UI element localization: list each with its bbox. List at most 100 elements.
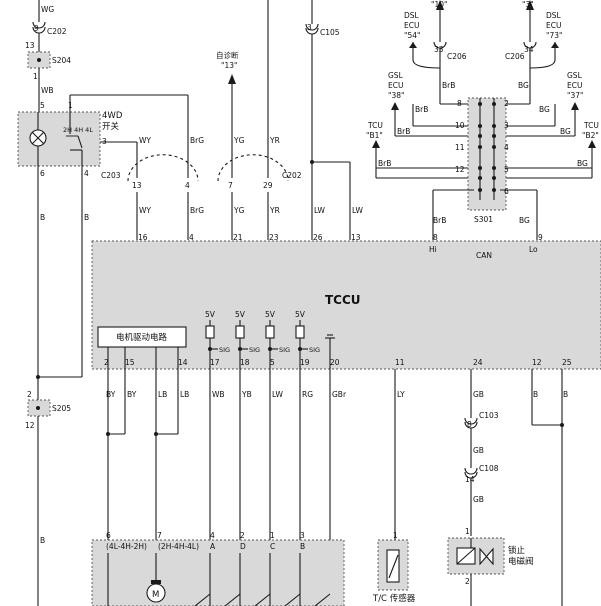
act-pin4: 4 [210, 531, 215, 540]
tccu-pin26: 26 [313, 233, 323, 242]
motor-letter: M [152, 590, 159, 600]
act-mode2: (2H-4H-4L) [158, 542, 199, 551]
wg-label: WG [41, 5, 54, 14]
s205-pin-bot: 12 [25, 421, 35, 430]
s301-right-pin4: 4 [504, 143, 509, 152]
brb-gsl-left-2: BrB [397, 127, 410, 136]
solenoid-name-2: 电磁阀 [508, 556, 534, 567]
wy-label-2: WY [139, 206, 151, 215]
tccu-pin16: 16 [138, 233, 148, 242]
gsl-right-1: GSL [567, 71, 583, 80]
act-pin3: 3 [300, 531, 305, 540]
yr-label: YR [269, 136, 280, 145]
gb-label-low: GB [473, 495, 484, 504]
tccu-module: TCCU 16 4 21 23 26 13 8 9 Hi CAN Lo 电机驱动… [91, 233, 601, 370]
by-label-1: BY [106, 390, 116, 399]
svg-text:SIG: SIG [279, 346, 290, 354]
switch-pin6: 6 [40, 169, 45, 178]
sensor-channel-3: 5V SIG [265, 310, 290, 369]
dsl-right-2: ECU [546, 21, 561, 30]
tccu-pin8: 8 [433, 233, 438, 242]
s204-pin-bot: 1 [33, 72, 38, 81]
switch-name-line2: 开关 [102, 121, 120, 132]
tccu-bpin14: 14 [178, 358, 188, 367]
c203-pin13: 13 [132, 181, 142, 190]
bg-tcu-right: BG [577, 159, 588, 168]
ground-icon [325, 334, 335, 369]
tccu-bpin25: 25 [562, 358, 572, 367]
ly-label: LY [397, 390, 405, 399]
c202-left-label: C202 [47, 27, 67, 36]
switch-modes: 2H 4H 4L [63, 126, 93, 134]
gsl-left-1: GSL [388, 71, 404, 80]
left-b-wires: B B [36, 166, 89, 400]
wb-label-b: WB [212, 390, 225, 399]
bg-top: BG [518, 81, 529, 90]
switch-pin4: 4 [84, 169, 89, 178]
b-label-3: B [40, 536, 45, 545]
tccu-pin13: 13 [351, 233, 361, 242]
c202-pin29: 29 [263, 181, 273, 190]
c103-label: C103 [479, 411, 499, 420]
svg-text:SIG: SIG [249, 346, 260, 354]
act-letter-c: C [270, 542, 275, 551]
c202-left-pin: 9 [34, 24, 39, 33]
s301-right-pin6: 6 [504, 187, 509, 196]
can-lo: Lo [529, 245, 538, 254]
can-hi: Hi [429, 245, 437, 254]
c105-label: C105 [320, 28, 340, 37]
motor-driver-label: 电机驱动电路 [116, 332, 168, 343]
lockup-solenoid: 1 2 锁止 电磁阀 [447, 527, 534, 606]
lb-label-1: LB [158, 390, 167, 399]
out-brb: BrB [433, 216, 446, 225]
s205-label: S205 [52, 404, 71, 413]
yg-label-2: YG [233, 206, 245, 215]
tccu-bpin11: 11 [395, 358, 405, 367]
top-left-feed: WG 9 C202 13 1 S204 WB 5 1 [25, 0, 73, 112]
s301-splice [467, 97, 507, 211]
switch-name-line1: 4WD [102, 111, 123, 121]
gsl-right-2: ECU [567, 81, 582, 90]
tccu-bpin17: 17 [210, 358, 220, 367]
c202-pin7: 7 [228, 181, 233, 190]
wy-label: WY [139, 136, 151, 145]
dsl-right-3: "73" [546, 31, 562, 40]
tccu-bpin20: 20 [330, 358, 340, 367]
brg-label: BrG [190, 136, 204, 145]
tccu-pin9: 9 [538, 233, 543, 242]
tcu-right-2: "B2" [582, 131, 599, 140]
rg-label-b: RG [302, 390, 313, 399]
gb-label-1: GB [473, 390, 484, 399]
svg-text:SIG: SIG [309, 346, 320, 354]
c206-left-label: C206 [447, 52, 467, 61]
s205-pin-top: 2 [27, 390, 32, 399]
lb-label-2: LB [180, 390, 189, 399]
valve-icon [479, 547, 494, 566]
s301-left-pin8: 8 [457, 99, 462, 108]
act-letter-d: D [240, 542, 246, 551]
c105-lw: 3 C105 LW LW [305, 0, 363, 240]
yg-label: YG [233, 136, 245, 145]
tccu-bpin19: 19 [300, 358, 310, 367]
solenoid-pin1: 1 [465, 527, 470, 536]
solenoid-pin2: 2 [465, 577, 470, 586]
act-letter-a: A [210, 542, 216, 551]
act-letter-b: B [300, 542, 305, 551]
self-diagnosis: 自诊断 "13" [216, 0, 269, 178]
bg-gsl-right: BG [539, 105, 550, 114]
svg-text:SIG: SIG [219, 346, 230, 354]
tccu-pin23: 23 [269, 233, 279, 242]
c203-c202-connectors: C203 C202 13 4 7 29 WY BrG YG YR WY BrG … [101, 136, 302, 240]
bg-gsl-right-2: BG [560, 127, 571, 136]
tcu-left-2: "B1" [366, 131, 383, 140]
tcu-right-1: TCU [583, 121, 599, 130]
act-mode1: (4L-4H-2H) [106, 542, 147, 551]
c108-label: C108 [479, 464, 499, 473]
s301-right-pin5: 5 [504, 165, 509, 174]
brb-top: BrB [442, 81, 455, 90]
s204-pin-top: 13 [25, 41, 35, 50]
svg-text:5V: 5V [205, 310, 216, 319]
gsl-left-3: "38" [388, 91, 404, 100]
brb-gsl-left: BrB [415, 105, 428, 114]
